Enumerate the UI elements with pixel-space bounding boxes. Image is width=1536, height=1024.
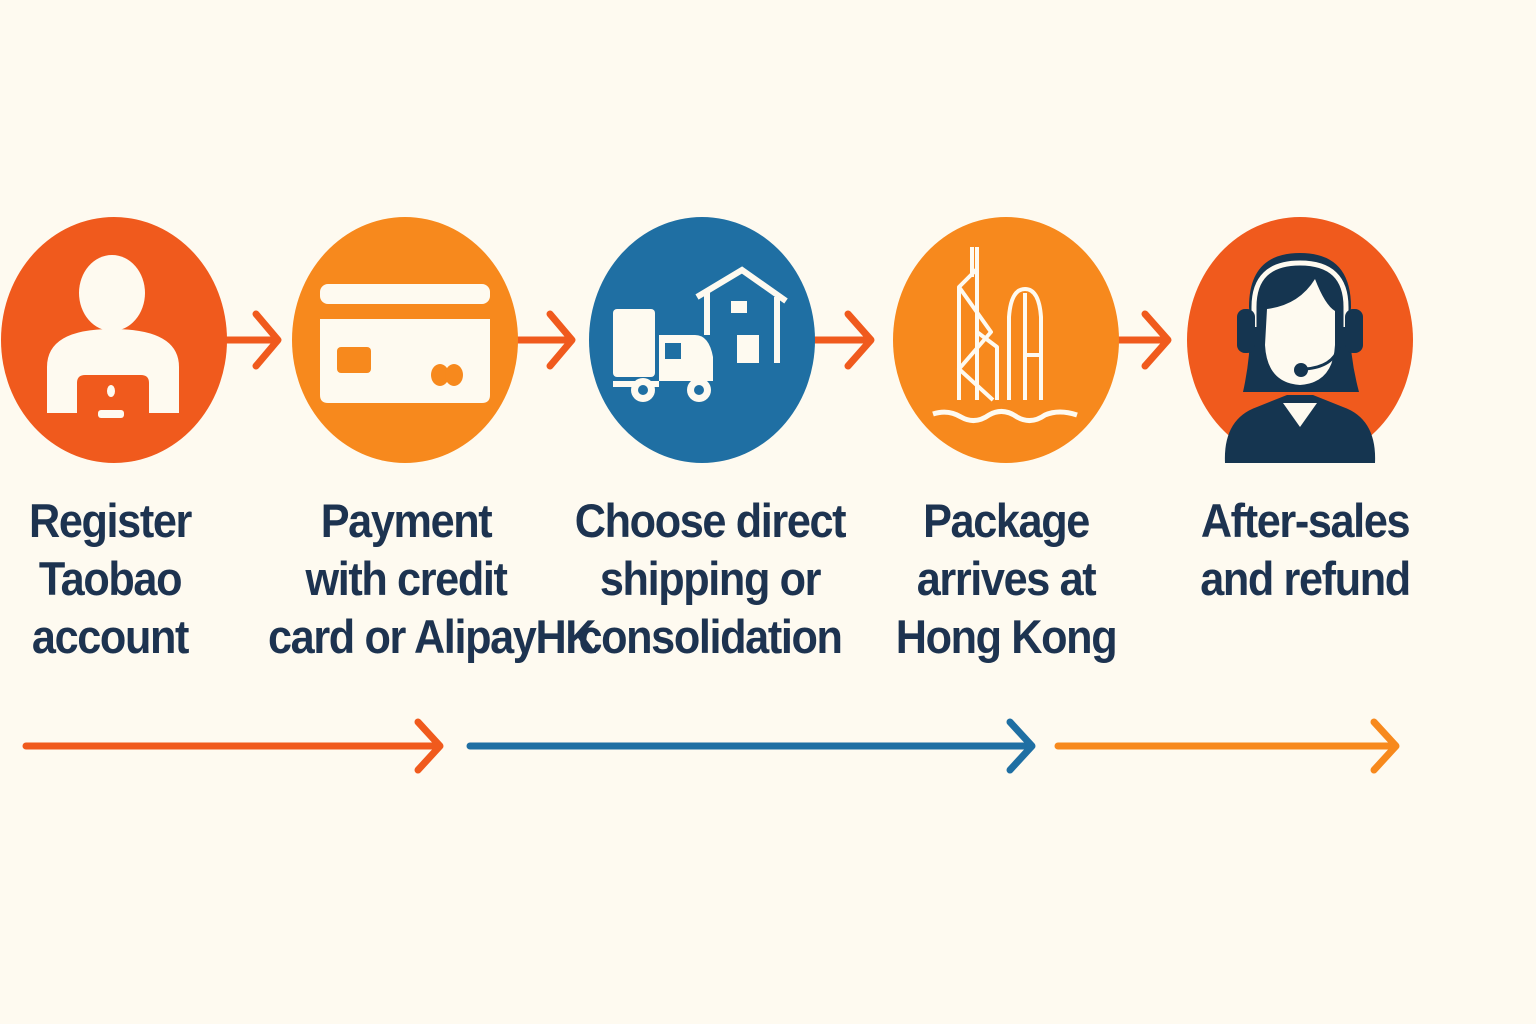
- label-line: Register: [28, 494, 192, 547]
- step-3-label: Choose direct shipping or consolidation: [572, 492, 848, 666]
- label-line: consolidation: [578, 610, 842, 663]
- step-4-label: Package arrives at Hong Kong: [868, 492, 1144, 666]
- timeline-arrow-orange: [1054, 718, 1400, 774]
- arrow-2-to-3: [512, 310, 576, 370]
- label-line: arrives at: [916, 552, 1097, 605]
- hong-kong-skyline-icon: [932, 247, 1078, 423]
- label-line: with credit: [305, 552, 507, 605]
- arrow-3-to-4: [810, 310, 875, 370]
- label-line: card or AlipayHK: [268, 610, 597, 663]
- label-line: Taobao: [38, 552, 183, 605]
- label-line: account: [31, 610, 190, 663]
- step-1-circle: [1, 217, 227, 463]
- arrow-1-to-2: [220, 310, 282, 370]
- label-line: Choose direct: [574, 494, 847, 547]
- credit-card-icon: [320, 284, 490, 403]
- step-2-label: Payment with credit card or AlipayHK: [268, 492, 597, 666]
- step-5-label: After-sales and refund: [1167, 492, 1443, 608]
- label-line: Package: [923, 494, 1090, 547]
- step-2-circle: [292, 217, 518, 463]
- step-1-label: Register Taobao account: [0, 492, 248, 666]
- truck-warehouse-icon: [613, 266, 788, 402]
- label-line: and refund: [1200, 552, 1411, 605]
- step-5-circle: [1187, 217, 1413, 463]
- customer-service-headset-icon: [1224, 253, 1376, 463]
- label-line: Hong Kong: [895, 610, 1118, 663]
- step-3-circle: [589, 217, 815, 463]
- label-line: After-sales: [1200, 494, 1411, 547]
- arrow-4-to-5: [1114, 310, 1172, 370]
- label-line: shipping or: [599, 552, 822, 605]
- step-4-circle: [893, 217, 1119, 463]
- timeline-arrow-blue: [466, 718, 1036, 774]
- timeline-arrow-red: [22, 718, 444, 774]
- user-laptop-icon: [47, 255, 179, 418]
- label-line: Payment: [320, 494, 493, 547]
